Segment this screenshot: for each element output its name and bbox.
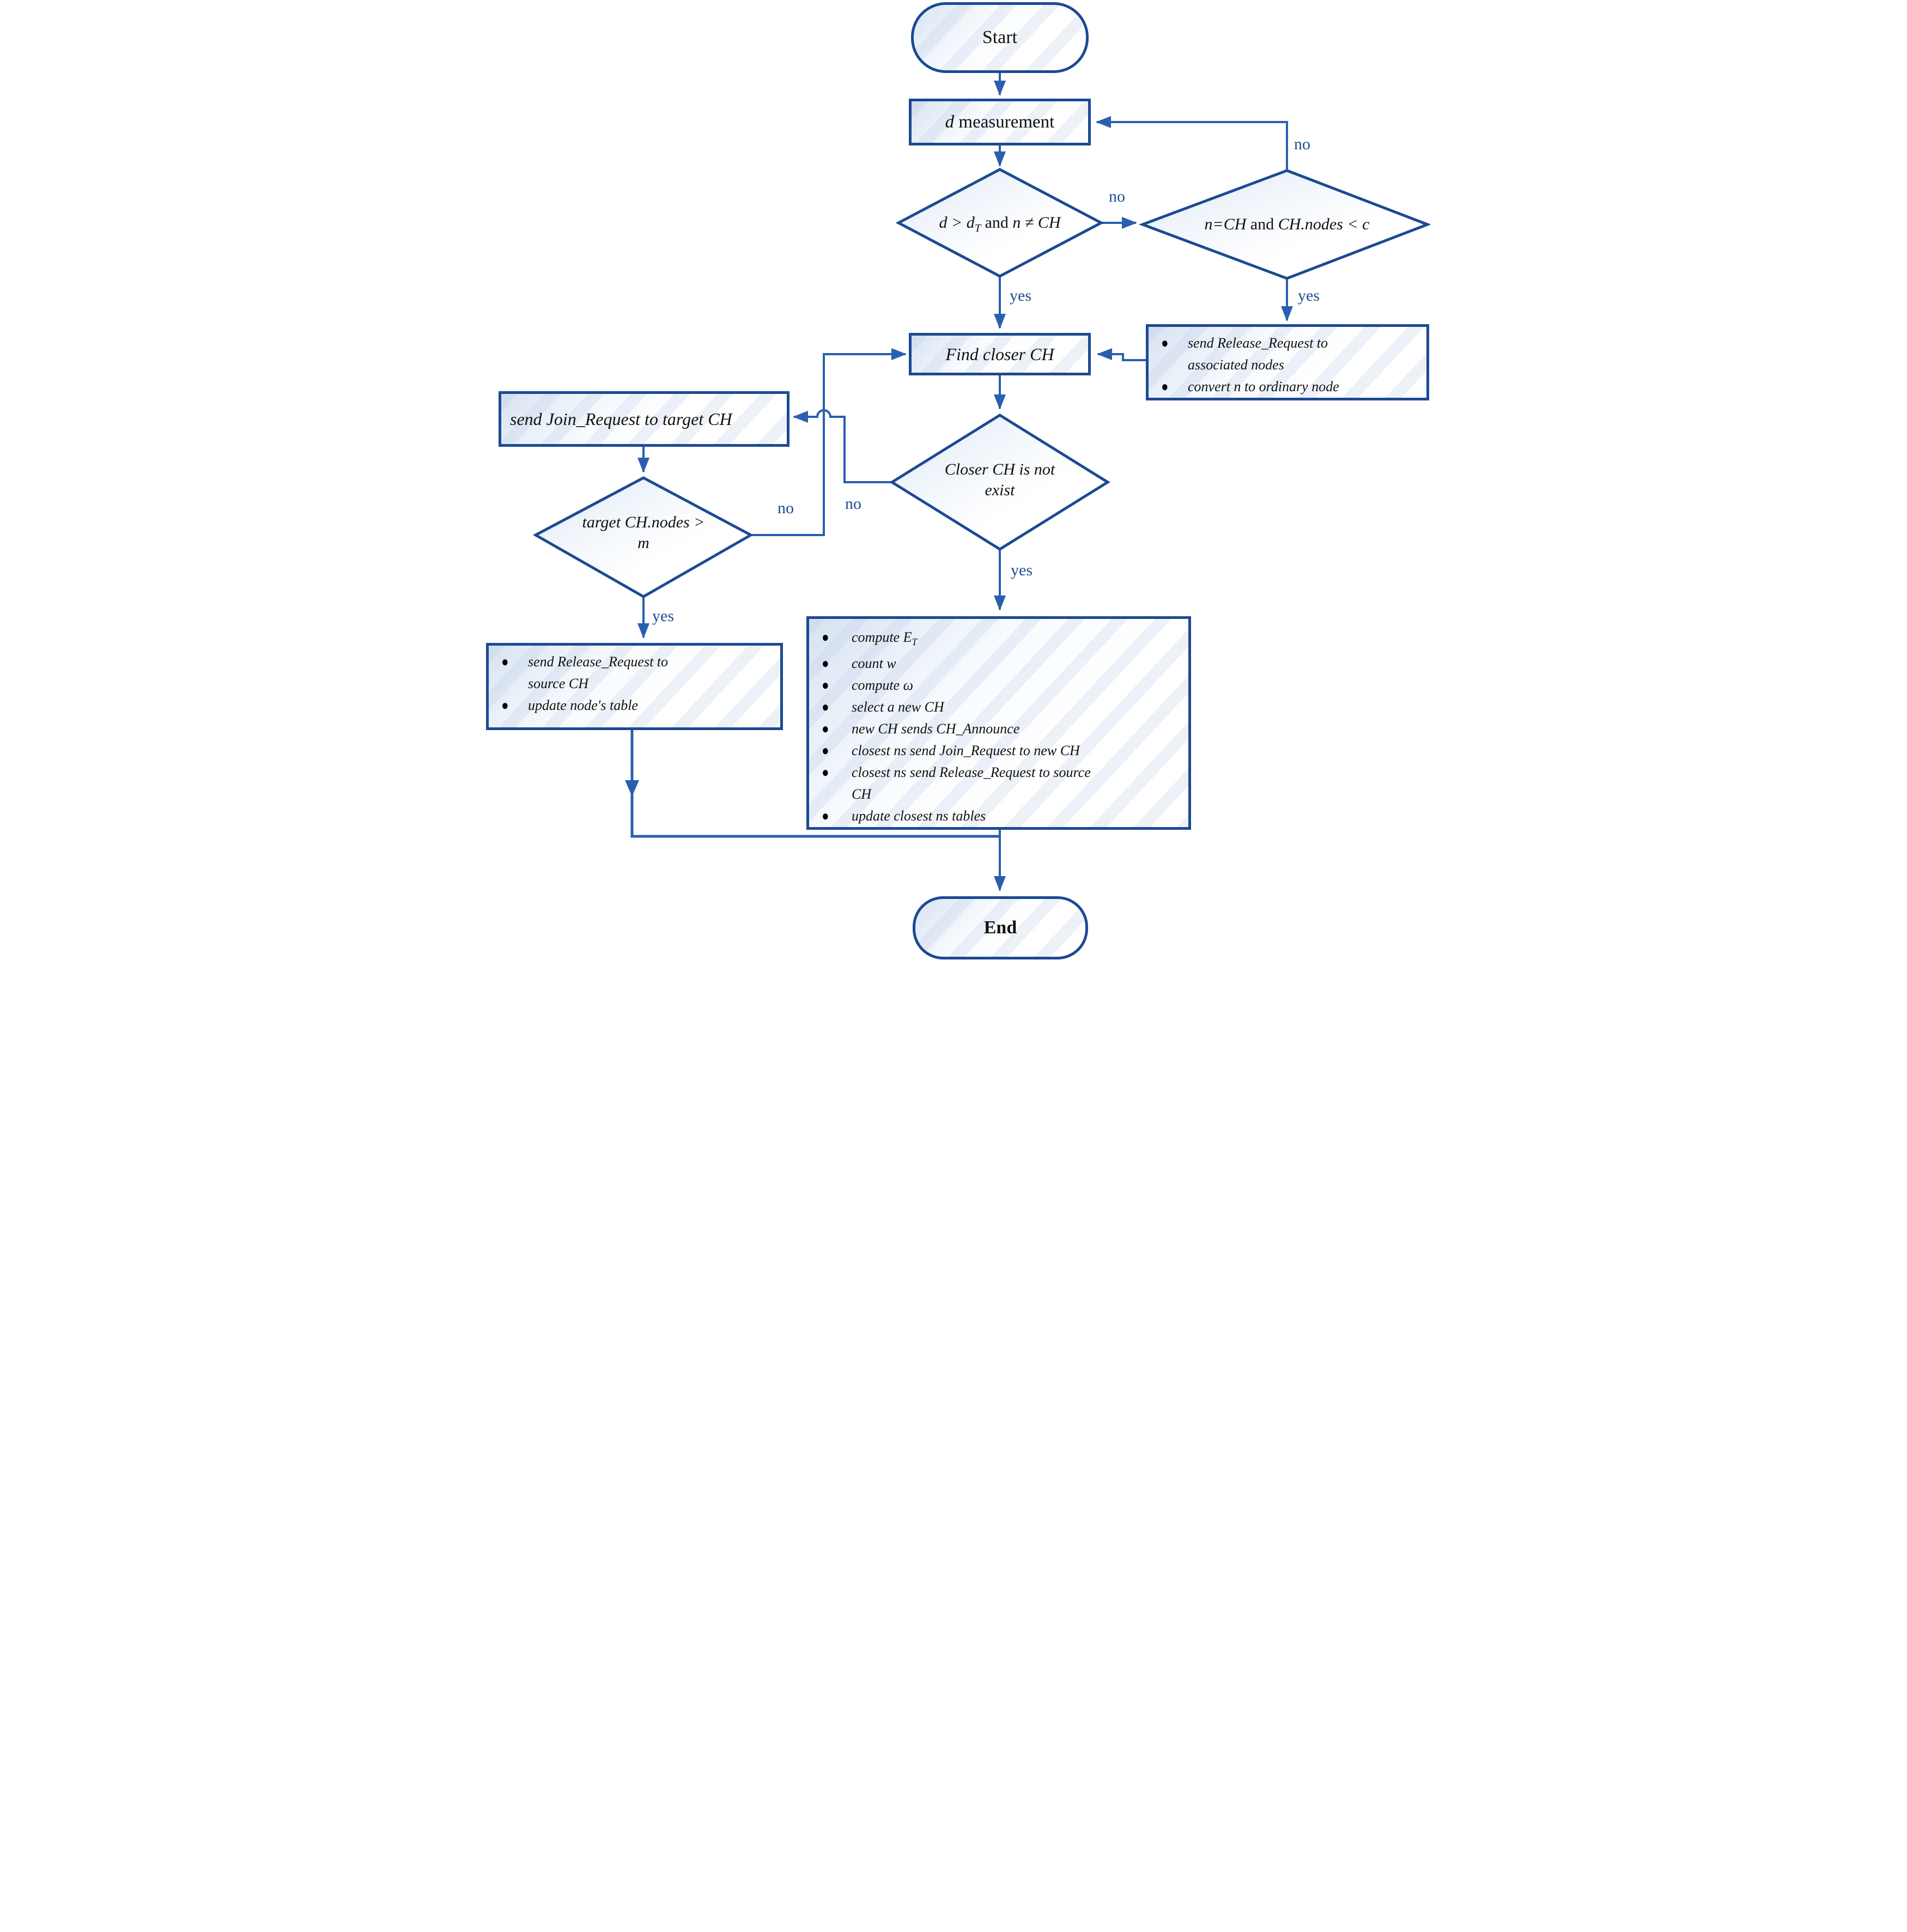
- send-join-request-label: send Join_Request to target CH: [510, 409, 732, 429]
- edge-decision2-no-loop-to-dmeasurement: [1096, 116, 1288, 171]
- list-item: ●send Release_Request to associated node…: [1149, 332, 1423, 376]
- bullet-icon: ●: [501, 697, 509, 713]
- end-node: End: [913, 896, 1088, 959]
- new-ch-actions-list: ●compute ET ●count w ●compute ω ●select …: [809, 619, 1188, 830]
- edge-label-target-yes: yes: [652, 607, 674, 625]
- bullet-icon: ●: [822, 808, 829, 824]
- end-label: End: [983, 918, 1017, 938]
- edge-label-d1-yes: yes: [1010, 287, 1031, 305]
- list-item: ●compute ET: [809, 627, 1185, 653]
- edge-releaseassoc-to-findcloser: [1097, 348, 1146, 361]
- d-measurement-node: d measurement: [909, 99, 1091, 145]
- flowchart: Start d measurement Find closer CH ●send…: [477, 0, 1430, 966]
- find-closer-ch-node: Find closer CH: [909, 333, 1091, 375]
- bullet-icon: ●: [822, 655, 829, 672]
- edge-target-no-loop-to-findcloser: [751, 348, 907, 536]
- list-item: ●new CH sends CH_Announce: [809, 718, 1185, 740]
- target-nodes-diamond: [532, 476, 754, 598]
- bullet-icon: ●: [822, 677, 829, 694]
- edge-closer-no-to-joinrequest: [793, 409, 892, 483]
- decision2-diamond: [1138, 169, 1430, 280]
- edge-releasesource-feeder: [630, 730, 999, 838]
- release-request-associated-node: ●send Release_Request to associated node…: [1146, 324, 1429, 400]
- edge-label-target-no: no: [778, 499, 794, 517]
- send-join-request-node: send Join_Request to target CH: [499, 391, 789, 447]
- bullet-icon: ●: [501, 654, 509, 670]
- release-request-source-node: ●send Release_Request to source CH ●upda…: [486, 643, 783, 730]
- edge-label-d1-no: no: [1109, 187, 1125, 205]
- list-item: ●select a new CH: [809, 696, 1185, 718]
- feeder-mid-arrowhead: [625, 780, 639, 797]
- list-item: ●send Release_Request to source CH: [489, 651, 777, 695]
- list-item: ●update node's table: [489, 695, 777, 716]
- find-closer-ch-label: Find closer CH: [945, 344, 1054, 364]
- decision1-diamond: [895, 168, 1104, 278]
- new-ch-actions-node: ●compute ET ●count w ●compute ω ●select …: [806, 616, 1191, 830]
- closer-not-exist-diamond: [889, 414, 1110, 551]
- edge-label-d2-no: no: [1294, 135, 1310, 153]
- start-label: Start: [982, 27, 1018, 47]
- d-measurement-label: d measurement: [945, 112, 1055, 132]
- bullet-icon: ●: [1161, 379, 1169, 394]
- edge-label-closer-no: no: [845, 495, 861, 513]
- list-item: ●convert n to ordinary node: [1149, 376, 1423, 398]
- bullet-icon: ●: [822, 721, 829, 737]
- start-node: Start: [911, 2, 1089, 73]
- edge-label-closer-yes: yes: [1011, 561, 1033, 579]
- decision2-label: n=CH and CH.nodes < c: [1204, 215, 1370, 233]
- list-item: ●update closest ns tables: [809, 805, 1185, 827]
- list-item: ●compute ω: [809, 675, 1185, 696]
- release-source-list: ●send Release_Request to source CH ●upda…: [489, 646, 780, 720]
- list-item: ●closest ns send Release_Request to sour…: [809, 762, 1185, 805]
- release-associated-list: ●send Release_Request to associated node…: [1149, 327, 1426, 401]
- edge-label-d2-yes: yes: [1298, 287, 1320, 305]
- decision1-label: d > dT and n ≠ CH: [939, 214, 1061, 234]
- target-nodes-label: target CH.nodes >m: [582, 513, 705, 552]
- bullet-icon: ●: [822, 699, 829, 715]
- bullet-icon: ●: [822, 629, 829, 645]
- list-item: ●count w: [809, 653, 1185, 675]
- bullet-icon: ●: [822, 743, 829, 759]
- connector-layer: [532, 73, 1430, 891]
- list-item: ●closest ns send Join_Request to new CH: [809, 740, 1185, 762]
- bullet-icon: ●: [1161, 335, 1169, 351]
- bullet-icon: ●: [822, 764, 829, 781]
